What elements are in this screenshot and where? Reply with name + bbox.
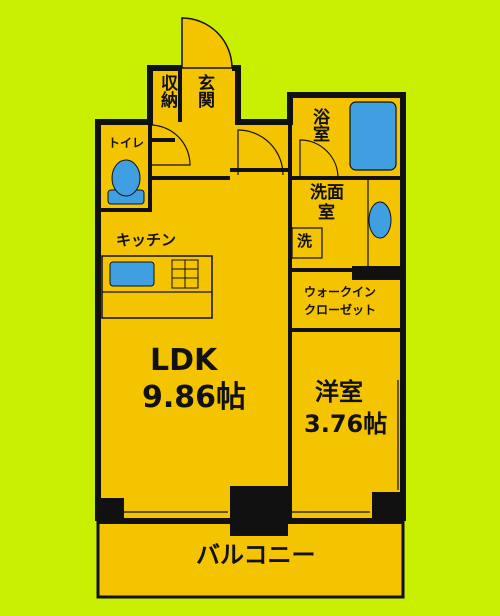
column-left bbox=[98, 498, 124, 521]
bathtub bbox=[349, 101, 397, 171]
toilet-label: トイレ bbox=[108, 136, 145, 150]
inner-walls bbox=[98, 68, 403, 521]
toilet-door-swing bbox=[149, 124, 191, 166]
ldk-size: 9.86帖 bbox=[142, 380, 247, 415]
bath-label: 浴室 bbox=[309, 108, 329, 142]
column-center bbox=[230, 486, 288, 536]
balcony-label: バルコニー bbox=[196, 541, 316, 569]
western-room-label: 洋室 bbox=[315, 378, 363, 406]
ldk-label: LDK bbox=[150, 343, 218, 378]
western-room-size: 3.76帖 bbox=[304, 410, 388, 438]
washer-label: 洗 bbox=[297, 232, 313, 250]
washroom-label-line1: 洗面 bbox=[310, 183, 344, 203]
windows bbox=[124, 380, 399, 513]
kitchen-label: キッチン bbox=[116, 231, 177, 249]
wash-basin bbox=[368, 201, 392, 239]
entrance-label: 玄関 bbox=[194, 74, 214, 108]
hall-door-swing bbox=[237, 129, 284, 176]
wic-label-line2: クローゼット bbox=[304, 303, 377, 317]
stove-icon bbox=[171, 259, 199, 289]
wic-label-line1: ウォークイン bbox=[304, 285, 377, 299]
entrance-door-swing bbox=[181, 17, 233, 69]
entrance-floor bbox=[150, 68, 238, 130]
kitchen-sink bbox=[109, 261, 155, 287]
washer-box bbox=[291, 227, 323, 259]
toilet-bowl bbox=[111, 159, 141, 197]
washroom-label-line2: 室 bbox=[318, 203, 335, 223]
western-room-floor bbox=[290, 330, 403, 521]
wic-column bbox=[352, 266, 403, 280]
storage-label: 収納 bbox=[157, 74, 177, 108]
bath-door-swing bbox=[299, 139, 339, 179]
column-right bbox=[372, 492, 403, 521]
